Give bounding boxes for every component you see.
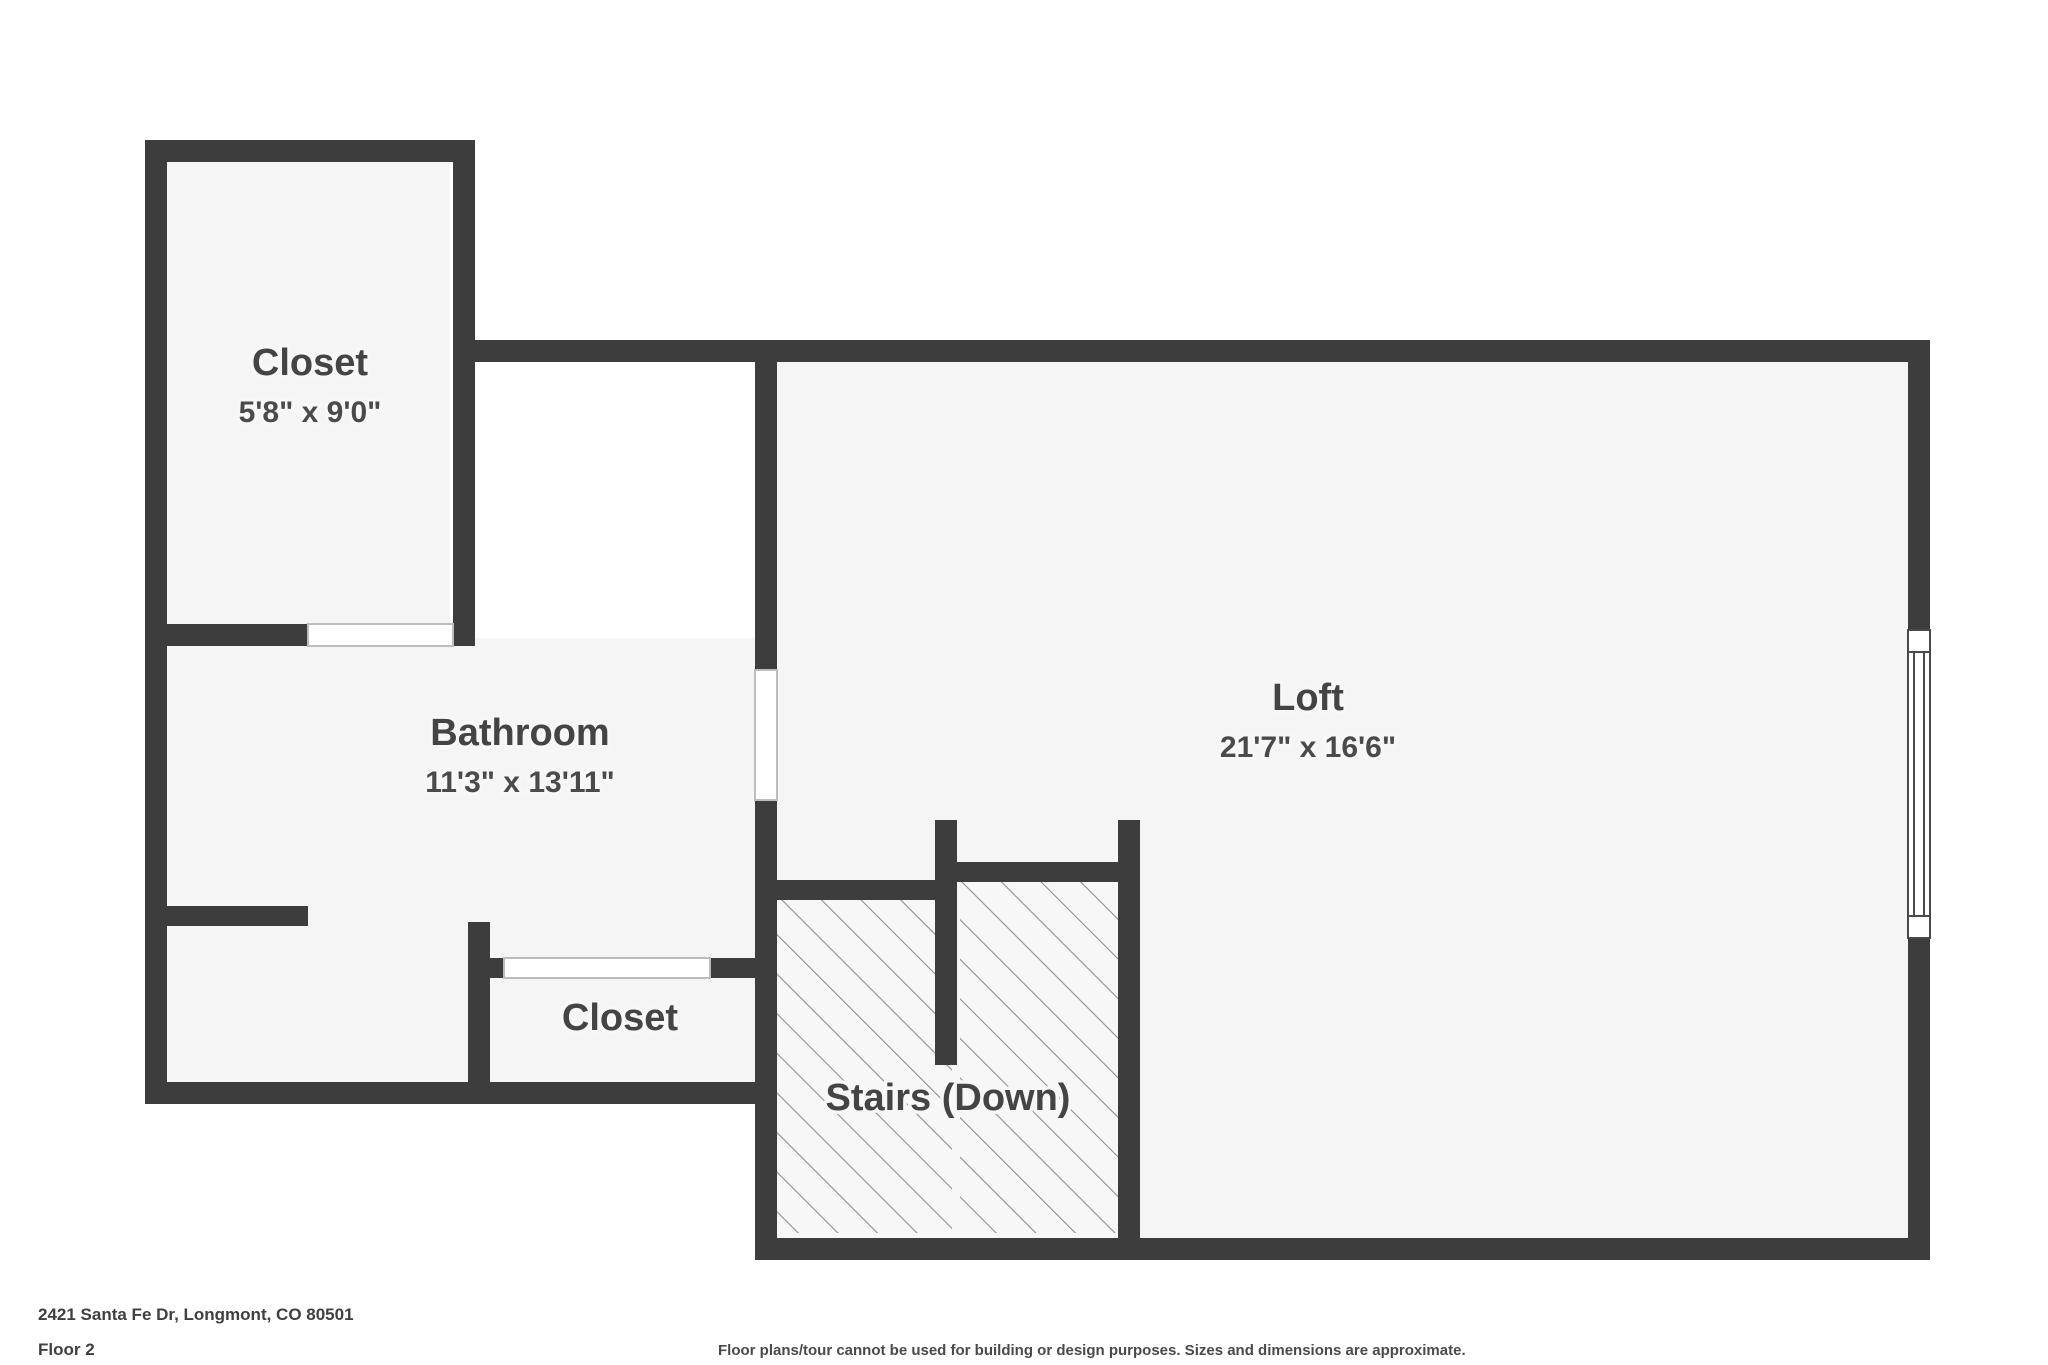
- wall-closet-upper-right: [453, 140, 475, 646]
- stairs-hatch-group: [772, 878, 1132, 1233]
- wall-bathroom-left: [145, 624, 167, 1104]
- footer-floor-label: Floor 2: [38, 1340, 95, 1359]
- room-fill-bathroom: [160, 638, 770, 1100]
- wall-closet-upper-bottom-right: [453, 624, 475, 646]
- room-fill-closet-upper: [160, 160, 450, 638]
- wall-top-main: [453, 340, 1930, 362]
- wall-closet-lower-top-left: [468, 958, 504, 978]
- wall-closet-upper-top: [145, 140, 475, 162]
- window-loft-east[interactable]: [1907, 629, 1931, 939]
- room-label-closet-upper: Closet: [252, 342, 368, 384]
- wall-loft-right-lower: [1908, 938, 1930, 1260]
- door-closet-lower[interactable]: [503, 957, 711, 979]
- room-label-stairs: Stairs (Down): [826, 1077, 1071, 1119]
- wall-stairs-divider: [935, 820, 957, 1065]
- wall-bathroom-bottom: [145, 1082, 775, 1104]
- room-dims-loft: 21'7" x 16'6": [1220, 731, 1396, 764]
- walls: [145, 140, 1930, 1260]
- wall-closet-upper-left: [145, 140, 167, 646]
- wall-stairs-top-right: [955, 862, 1140, 882]
- door-bathroom-loft[interactable]: [754, 669, 778, 801]
- wall-bathroom-loft-lower: [755, 800, 777, 904]
- room-labels: Closet 5'8" x 9'0" Bathroom 11'3" x 13'1…: [235, 339, 1400, 1123]
- wall-stairs-left: [755, 880, 777, 1260]
- room-label-closet-lower: Closet: [562, 997, 678, 1039]
- footer-disclaimer: Floor plans/tour cannot be used for buil…: [718, 1342, 1466, 1359]
- wall-closet-upper-bottom-left: [145, 624, 308, 646]
- openings: [307, 623, 1931, 979]
- door-closet-upper[interactable]: [307, 623, 454, 647]
- wall-bathroom-loft-upper: [755, 340, 777, 670]
- wall-loft-right-upper: [1908, 340, 1930, 630]
- wall-stairs-bottom: [755, 1238, 1140, 1260]
- wall-stairs-top-left: [755, 880, 955, 900]
- room-label-loft: Loft: [1272, 677, 1344, 719]
- stairs-hatch-right: [960, 878, 1132, 1233]
- room-dims-closet-upper: 5'8" x 9'0": [239, 396, 382, 429]
- wall-stairs-right: [1118, 820, 1140, 1245]
- room-dims-bathroom: 11'3" x 13'11": [425, 766, 615, 799]
- room-label-bathroom: Bathroom: [430, 712, 609, 754]
- wall-bathroom-stub: [145, 906, 308, 926]
- footer-address: 2421 Santa Fe Dr, Longmont, CO 80501: [38, 1305, 354, 1324]
- stairs-hatch-left: [772, 898, 952, 1233]
- wall-closet-lower-left: [468, 922, 490, 1104]
